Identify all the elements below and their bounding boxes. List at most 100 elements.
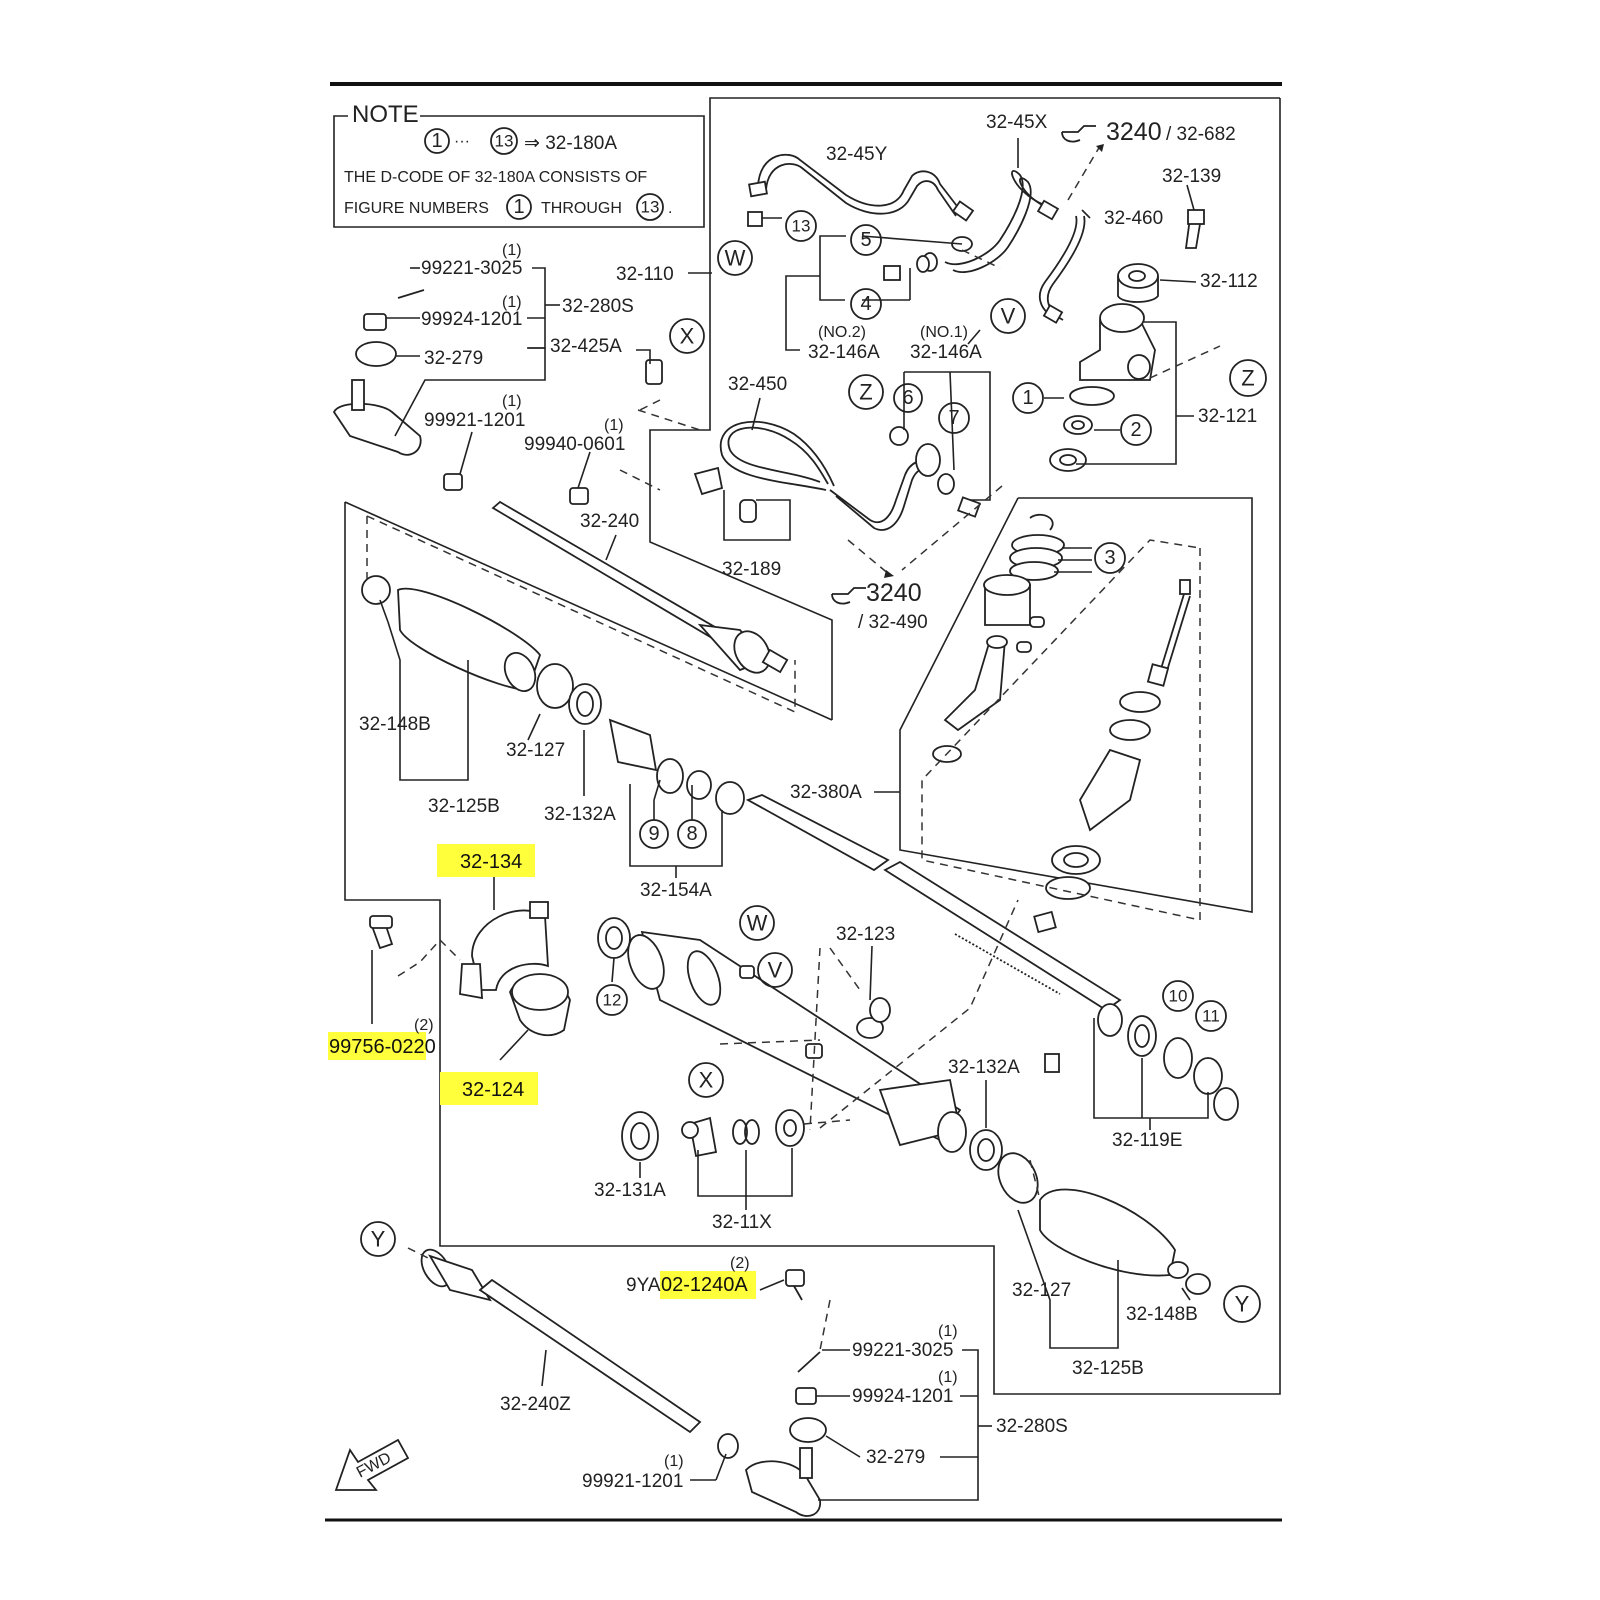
label-32-125B-bottom: 32-125B <box>1072 1358 1144 1379</box>
callout-W-top: W <box>717 240 753 276</box>
label-32-279-top: 32-279 <box>424 348 483 369</box>
svg-text:Y: Y <box>1235 1292 1250 1317</box>
label-32-124-highlighted: 32-124 <box>462 1079 524 1101</box>
figure-number-circles: 13 5 4 1 2 6 7 3 9 8 12 10 11 <box>596 210 1227 1032</box>
label-99756-0220-highlighted: 99756-0220 <box>329 1036 436 1058</box>
svg-text:2: 2 <box>1130 419 1141 441</box>
svg-text:1: 1 <box>1022 387 1033 409</box>
valve-housing <box>1079 209 1205 381</box>
svg-text:10: 10 <box>1169 987 1188 1006</box>
svg-text:4: 4 <box>860 293 871 315</box>
fig-6: 6 <box>893 383 923 413</box>
svg-text:3: 3 <box>1104 547 1115 569</box>
label-32-110: 32-110 <box>616 264 674 285</box>
label-32-380A: 32-380A <box>790 782 862 803</box>
svg-text:V: V <box>768 958 783 983</box>
fig-5: 5 <box>850 224 882 256</box>
note-line3-dot: . <box>668 200 672 217</box>
note-line3-fig1: 1 <box>513 196 524 218</box>
label-99221-3025-top: 99221-3025 <box>421 258 522 279</box>
fig-13: 13 <box>785 210 817 242</box>
label-32-132A-top: 32-132A <box>544 804 616 825</box>
qty-9YA: (2) <box>730 1255 750 1272</box>
svg-text:X: X <box>699 1068 714 1093</box>
label-32-119E: 32-119E <box>1112 1130 1182 1151</box>
label-32-279-bottom: 32-279 <box>866 1447 925 1468</box>
qty-99221-top: (1) <box>502 242 522 259</box>
hose-32-450 <box>693 420 982 531</box>
qty-99756: (2) <box>414 1017 434 1034</box>
tie-rod-inner-32-240 <box>491 500 789 674</box>
svg-text:W: W <box>747 911 768 936</box>
label-32-112: 32-112 <box>1200 271 1258 292</box>
svg-text:W: W <box>725 246 746 271</box>
fig-11: 11 <box>1195 1000 1227 1032</box>
svg-text:9: 9 <box>648 823 659 845</box>
note-result: ⇒ 32-180A <box>524 133 617 154</box>
ref-mid-sub: / 32-490 <box>858 612 928 633</box>
svg-text:5: 5 <box>860 229 871 251</box>
label-no1: (NO.1) <box>920 324 968 341</box>
part-labels: 32-45X 32-45Y 32-139 32-460 32-112 32-11… <box>329 112 1258 1492</box>
note-line3-a: FIGURE NUMBERS <box>344 200 489 217</box>
fig-12: 12 <box>596 984 628 1016</box>
pressure-pipes <box>748 153 1086 324</box>
fig-8: 8 <box>677 819 707 849</box>
qty-99921-bottom: (1) <box>664 1453 684 1470</box>
label-32-127-bottom: 32-127 <box>1012 1280 1071 1301</box>
label-02-1240A-highlighted: 02-1240A <box>661 1274 748 1296</box>
note-dots: ··· <box>454 133 470 150</box>
ref-top-number: 3240 <box>1106 118 1162 146</box>
callout-Y-right: Y <box>1223 1285 1261 1323</box>
qty-99940: (1) <box>604 417 624 434</box>
note-fig-start: 1 <box>431 130 442 152</box>
note-box: NOTE 1 ··· 13 ⇒ 32-180A THE D-CODE OF 32… <box>333 101 705 228</box>
callout-Z-mid: Z <box>848 374 884 410</box>
label-32-11X: 32-11X <box>712 1212 772 1233</box>
ref-mid-number: 3240 <box>866 579 922 607</box>
label-32-146A-no2: 32-146A <box>808 342 880 363</box>
label-no2: (NO.2) <box>818 324 866 341</box>
svg-text:V: V <box>1001 304 1016 329</box>
svg-text:11: 11 <box>1202 1007 1220 1026</box>
callout-circles: W X V Z Z W V X Y Y <box>360 240 1267 1323</box>
note-title: NOTE <box>352 101 419 128</box>
fig-4: 4 <box>850 288 882 320</box>
label-32-45X: 32-45X <box>986 112 1048 133</box>
label-32-425A: 32-425A <box>550 336 622 357</box>
svg-text:13: 13 <box>792 217 811 236</box>
callout-Y-left: Y <box>360 1221 396 1257</box>
label-32-148B-bottom: 32-148B <box>1126 1304 1198 1325</box>
label-32-450: 32-450 <box>728 374 787 395</box>
label-99921-1201-bottom: 99921-1201 <box>582 1471 683 1492</box>
svg-text:Y: Y <box>371 1227 386 1252</box>
note-line2: THE D-CODE OF 32-180A CONSISTS OF <box>344 169 647 186</box>
valve-seals <box>1049 386 1115 472</box>
svg-text:12: 12 <box>603 991 622 1010</box>
mounting-bracket <box>369 901 571 1037</box>
label-32-154A: 32-154A <box>640 880 712 901</box>
ref-top-sub: / 32-682 <box>1166 124 1236 145</box>
pinion-assembly <box>932 513 1191 900</box>
fig-7: 7 <box>938 402 970 434</box>
label-9YA-prefix: 9YA <box>626 1275 661 1296</box>
label-32-189: 32-189 <box>722 559 781 580</box>
svg-text:7: 7 <box>948 407 959 429</box>
label-32-127-top: 32-127 <box>506 740 565 761</box>
callout-V-mid: V <box>757 952 793 988</box>
label-32-125B-top: 32-125B <box>428 796 500 817</box>
fittings-top <box>747 211 973 281</box>
label-32-240: 32-240 <box>580 511 639 532</box>
tie-rod-bottom-32-240Z <box>420 1248 805 1459</box>
note-line3-fig13: 13 <box>641 198 660 217</box>
label-32-131A: 32-131A <box>594 1180 666 1201</box>
label-32-121: 32-121 <box>1198 406 1257 427</box>
leader-lines <box>371 138 1209 1501</box>
callout-W-mid: W <box>739 905 775 941</box>
label-32-280S-top: 32-280S <box>562 296 634 317</box>
fig-10: 10 <box>1162 980 1194 1012</box>
callout-X-mid: X <box>688 1062 724 1098</box>
qty-99924-top: (1) <box>502 294 522 311</box>
svg-text:8: 8 <box>686 823 697 845</box>
label-32-146A-no1: 32-146A <box>910 342 982 363</box>
